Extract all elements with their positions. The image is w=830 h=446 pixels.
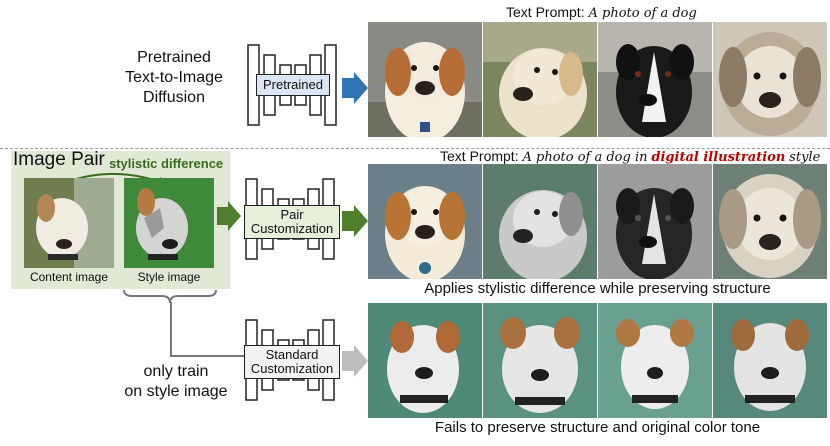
content-image <box>24 178 114 268</box>
row3-photo-3 <box>598 303 712 418</box>
prompt-before: A photo of a dog in <box>522 150 648 165</box>
pair-label-line-1: Pair <box>280 207 304 222</box>
prompt-after: style <box>789 150 821 165</box>
row3-photo-4 <box>713 303 827 418</box>
connector-line-icon <box>170 302 246 357</box>
row2-photo-3 <box>598 164 712 279</box>
blue-right-arrow-icon <box>342 72 368 104</box>
dog-photo <box>24 178 114 268</box>
row2-text-prompt: Text Prompt: A photo of a dog in digital… <box>440 148 820 165</box>
dog-photo <box>483 164 597 279</box>
row2-photo-2 <box>483 164 597 279</box>
pretrained-diffusion-label: Pretrained Text-to-Image Diffusion <box>100 48 248 108</box>
green-left-arrow-icon <box>217 201 241 231</box>
dog-photo <box>598 22 712 137</box>
image-pair-title: Image Pair <box>13 149 105 170</box>
content-image-caption: Content image <box>29 270 109 284</box>
label-line-3: Diffusion <box>143 89 205 106</box>
style-image-caption: Style image <box>137 270 201 284</box>
dog-photo <box>713 22 827 137</box>
stylistic-difference-label: stylistic difference <box>109 156 224 171</box>
row3-photo-1 <box>368 303 482 418</box>
pair-customization-label: Pair Customization <box>244 205 340 239</box>
dog-photo <box>124 178 214 268</box>
style-image <box>124 178 214 268</box>
prompt-text: A photo of a dog <box>588 6 697 21</box>
row1-text-prompt: Text Prompt: A photo of a dog <box>506 4 697 21</box>
only-train-line-2: on style image <box>124 383 228 400</box>
dog-photo <box>368 303 482 418</box>
row3-photo-2 <box>483 303 597 418</box>
prompt-prefix: Text Prompt: <box>440 148 519 164</box>
prompt-prefix: Text Prompt: <box>506 4 585 20</box>
pretrained-network-label: Pretrained <box>256 74 330 96</box>
prompt-highlight: digital illustration <box>651 150 786 165</box>
dog-photo <box>483 22 597 137</box>
row1-photo-4 <box>713 22 827 137</box>
dog-photo <box>598 303 712 418</box>
dog-photo <box>713 303 827 418</box>
row2-photo-1 <box>368 164 482 279</box>
label-line-2: Text-to-Image <box>125 69 223 86</box>
standard-label-line-1: Standard <box>265 347 319 362</box>
only-train-line-1: only train <box>143 363 209 380</box>
row1-photo-2 <box>483 22 597 137</box>
green-right-arrow-icon <box>342 205 368 237</box>
standard-customization-label: Standard Customization <box>244 345 340 379</box>
dog-photo <box>598 164 712 279</box>
dog-photo <box>368 22 482 137</box>
dog-photo <box>713 164 827 279</box>
dog-photo <box>368 164 482 279</box>
standard-label-line-2: Customization <box>250 361 334 376</box>
row-divider <box>0 148 830 149</box>
row1-photo-3 <box>598 22 712 137</box>
label-line-1: Pretrained <box>137 49 211 66</box>
row3-result-caption: Fails to preserve structure and original… <box>434 419 761 436</box>
dog-photo <box>483 303 597 418</box>
row2-photo-4 <box>713 164 827 279</box>
gray-right-arrow-icon <box>342 345 368 377</box>
row2-result-caption: Applies stylistic difference while prese… <box>424 280 771 297</box>
row1-photo-1 <box>368 22 482 137</box>
pair-label-line-2: Customization <box>250 221 334 236</box>
only-train-label: only train on style image <box>110 362 242 402</box>
